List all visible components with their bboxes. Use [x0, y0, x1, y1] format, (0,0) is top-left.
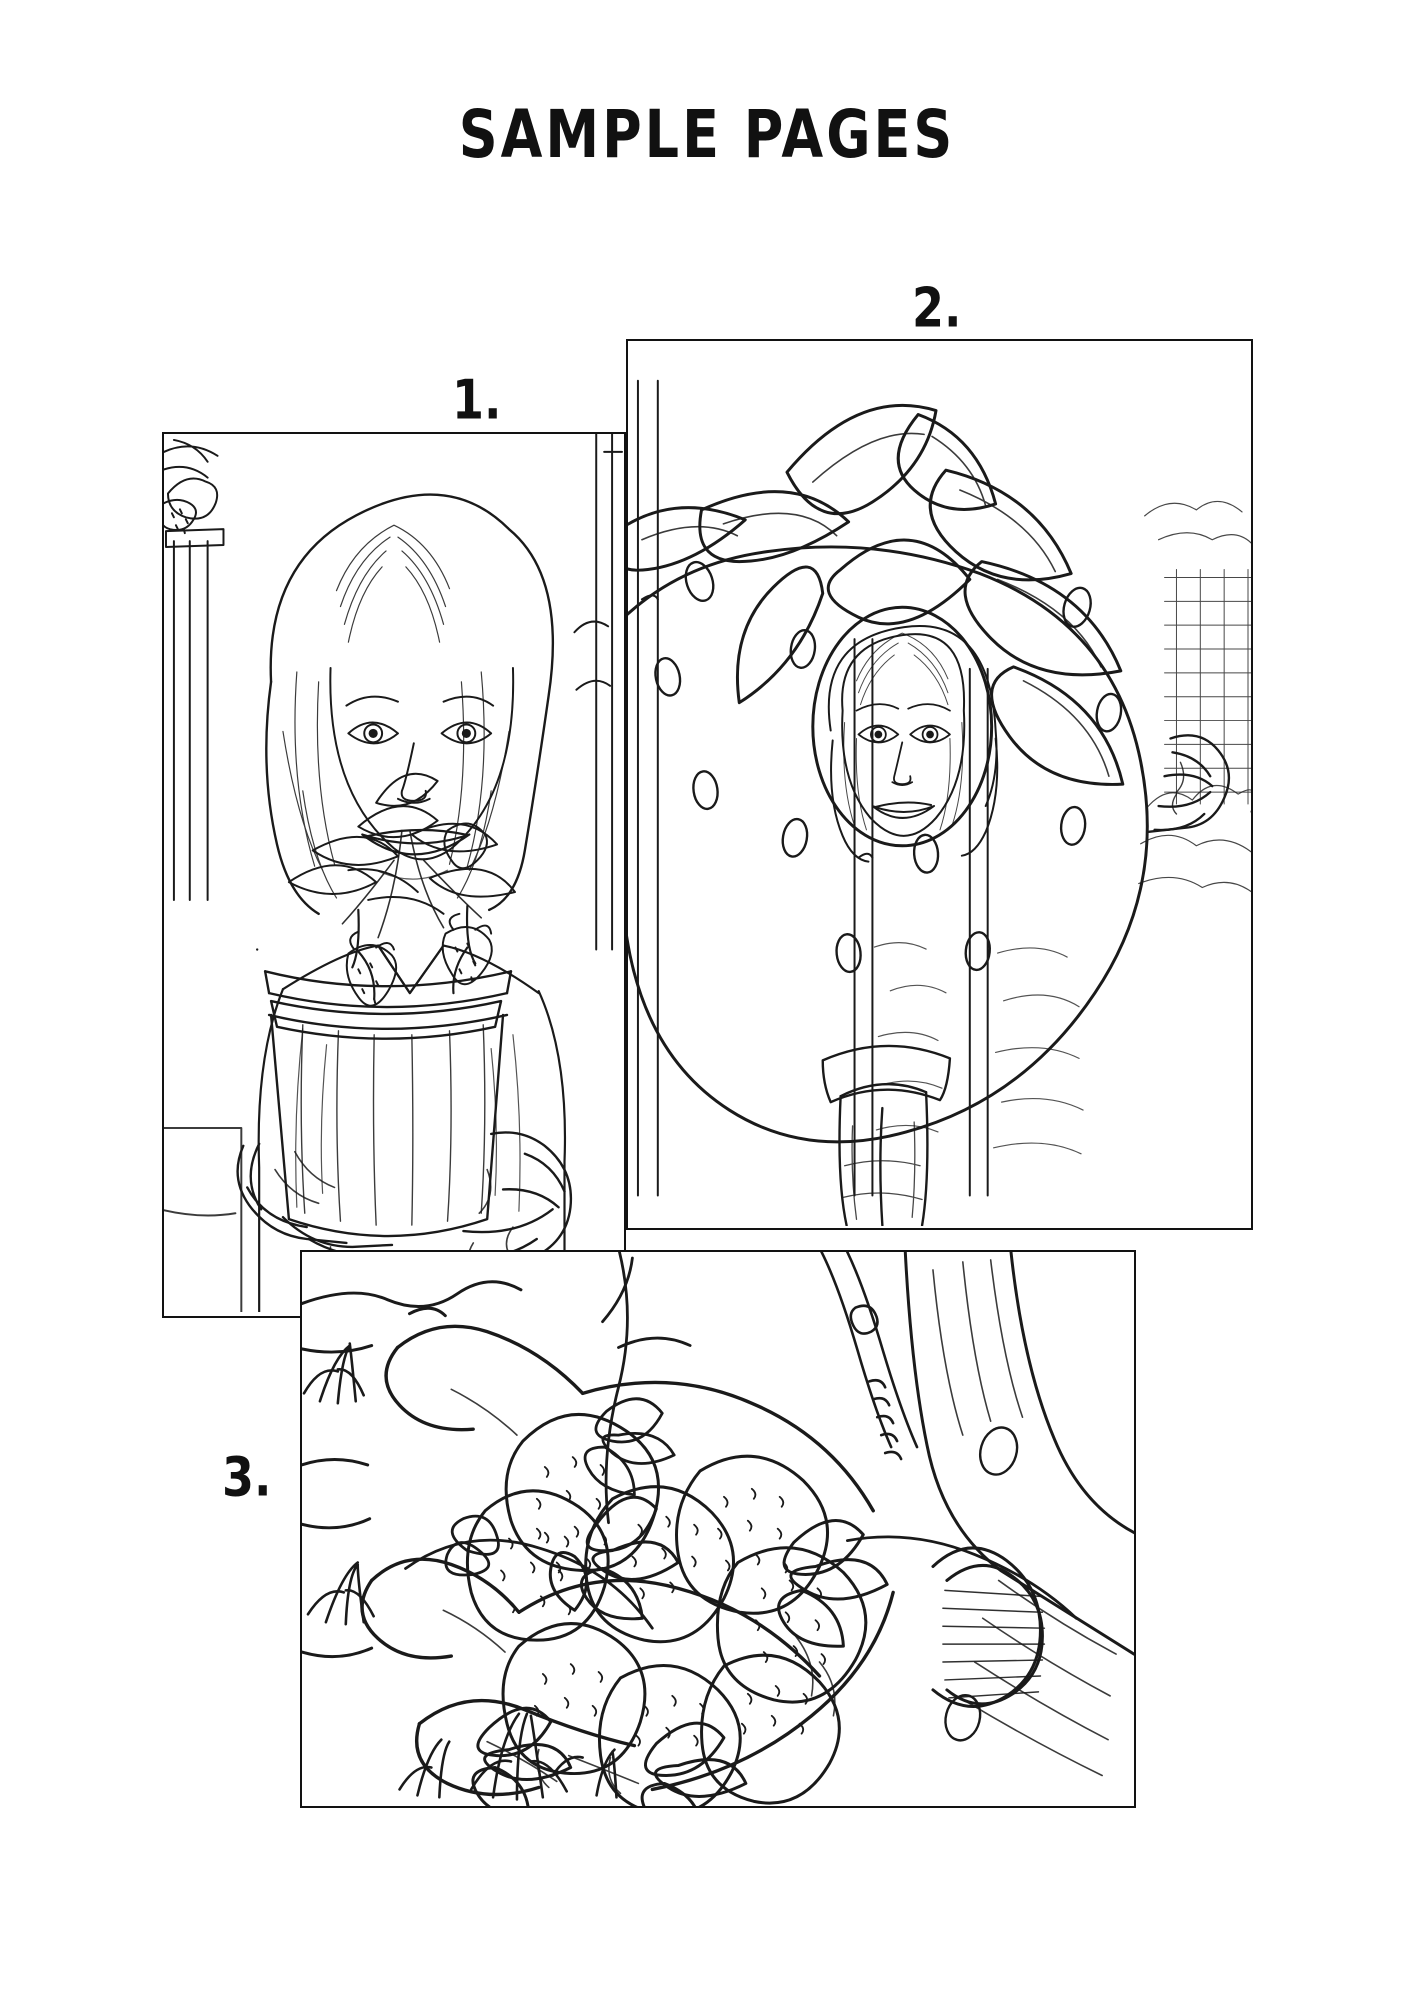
panel-number-2: 2.: [912, 276, 962, 340]
child-behind-giant-strawberry-cutout-illustration: [628, 379, 1251, 1227]
girl-with-potted-strawberry-plant-illustration: [164, 434, 623, 1313]
hand-holding-strawberries-illustration: [302, 1252, 1134, 1806]
panel-number-1: 1.: [452, 368, 502, 432]
page-title: SAMPLE PAGES: [458, 96, 956, 173]
sample-page-panel-1[interactable]: [162, 432, 626, 1318]
sample-page-panel-2[interactable]: [626, 339, 1253, 1230]
sample-page-panel-3[interactable]: [300, 1250, 1136, 1808]
panel-number-3: 3.: [222, 1445, 272, 1509]
